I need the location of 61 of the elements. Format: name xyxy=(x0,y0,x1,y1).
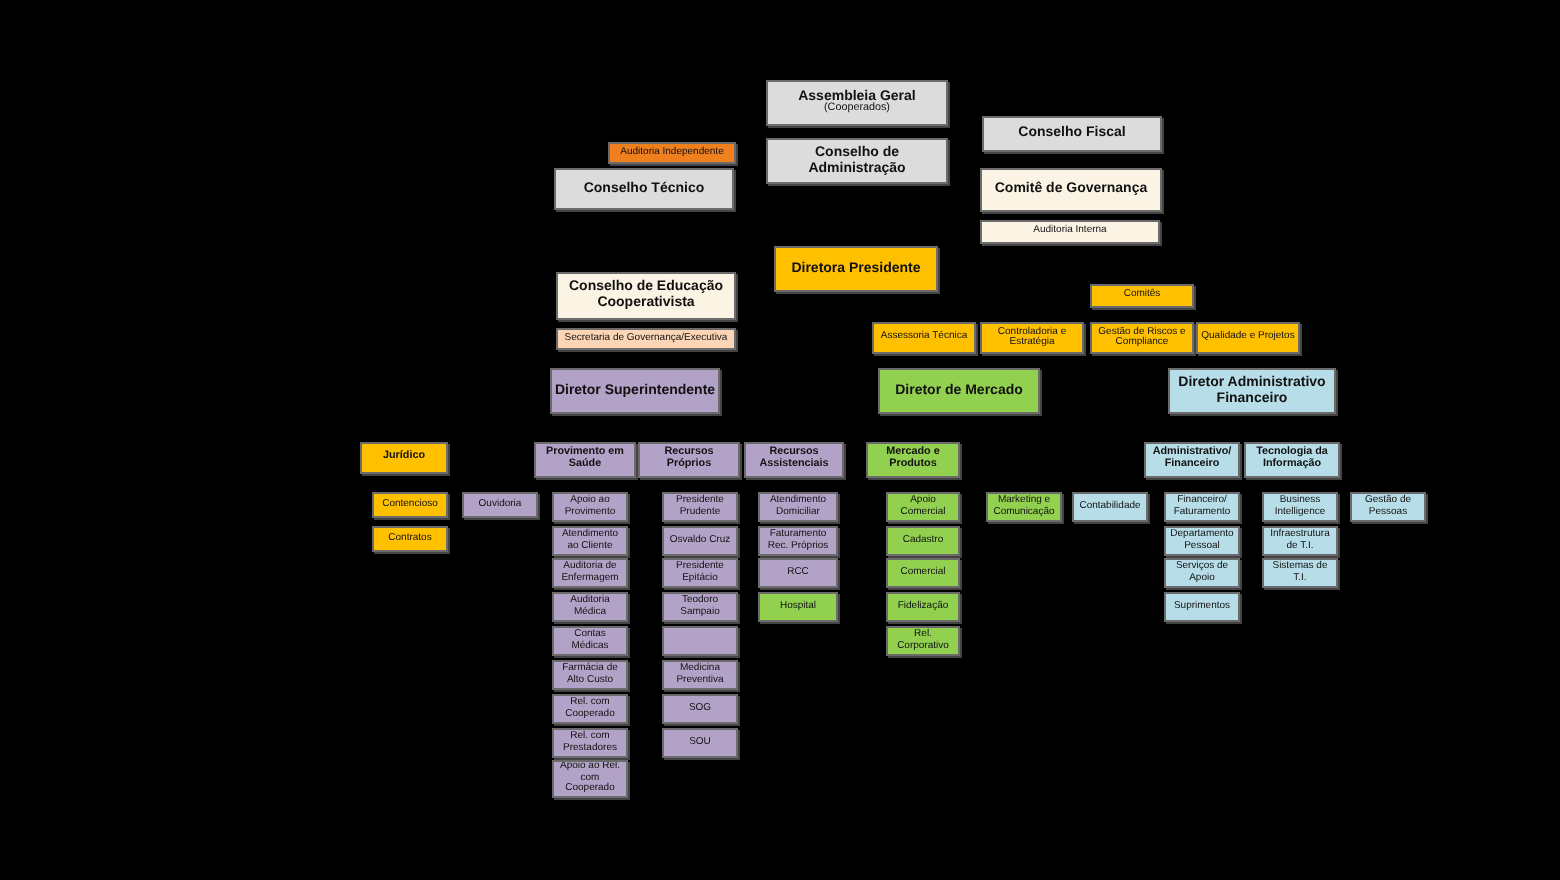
org-box xyxy=(886,592,960,622)
org-box xyxy=(662,492,738,522)
org-box xyxy=(766,80,948,126)
org-box xyxy=(662,728,738,758)
org-box xyxy=(1072,492,1148,522)
org-box xyxy=(878,368,1040,414)
org-box xyxy=(552,592,628,622)
org-box xyxy=(1350,492,1426,522)
org-box xyxy=(1090,322,1194,354)
org-box xyxy=(1164,492,1240,522)
org-box xyxy=(552,728,628,758)
org-box xyxy=(980,322,1084,354)
org-box xyxy=(866,442,960,478)
org-box xyxy=(638,442,740,478)
org-box xyxy=(1244,442,1340,478)
org-box xyxy=(372,492,448,518)
org-box xyxy=(1262,492,1338,522)
org-box xyxy=(980,220,1160,244)
org-box xyxy=(758,526,838,556)
org-box xyxy=(1164,558,1240,588)
org-box xyxy=(980,168,1162,212)
org-box xyxy=(758,592,838,622)
org-box xyxy=(1262,558,1338,588)
org-box xyxy=(1164,592,1240,622)
org-box xyxy=(886,626,960,656)
org-box xyxy=(552,694,628,724)
org-box xyxy=(662,592,738,622)
org-box xyxy=(982,116,1162,152)
org-box xyxy=(758,558,838,588)
org-box xyxy=(552,558,628,588)
org-box xyxy=(608,142,736,164)
org-box xyxy=(1262,526,1338,556)
org-box xyxy=(552,526,628,556)
org-box xyxy=(360,442,448,474)
org-box xyxy=(552,626,628,656)
org-box xyxy=(552,660,628,690)
org-box xyxy=(662,526,738,556)
org-box xyxy=(534,442,636,478)
org-box xyxy=(766,138,948,184)
org-box xyxy=(1168,368,1336,414)
org-box xyxy=(886,558,960,588)
org-box xyxy=(774,246,938,292)
org-box xyxy=(552,492,628,522)
org-box xyxy=(1144,442,1240,478)
org-box xyxy=(662,626,738,656)
org-box xyxy=(662,660,738,690)
org-box xyxy=(886,492,960,522)
org-box xyxy=(886,526,960,556)
org-box xyxy=(372,526,448,552)
org-box xyxy=(872,322,976,354)
org-box xyxy=(1090,284,1194,308)
org-box xyxy=(556,328,736,350)
org-box xyxy=(662,558,738,588)
org-box xyxy=(554,168,734,210)
org-box xyxy=(1196,322,1300,354)
org-box xyxy=(744,442,844,478)
org-box xyxy=(550,368,720,414)
org-box xyxy=(462,492,538,518)
org-box xyxy=(758,492,838,522)
org-box xyxy=(662,694,738,724)
org-box xyxy=(556,272,736,320)
